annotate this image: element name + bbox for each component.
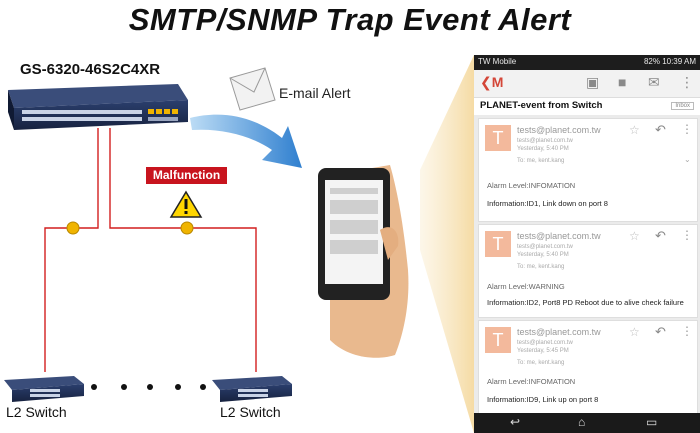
back-icon[interactable]: ↩ <box>510 415 521 429</box>
status-right: 82% 10:39 AM <box>644 57 696 66</box>
sender-name: tests@planet.com.tw <box>517 125 601 135</box>
main-switch-model: GS-6320-46S2C4XR <box>20 61 161 78</box>
sender-address: tests@planet.com.tw <box>517 244 573 250</box>
warning-icon <box>169 190 203 218</box>
more-icon[interactable]: ⋮ <box>681 228 693 242</box>
l2-switch-icon <box>212 376 292 402</box>
avatar: T <box>485 231 511 257</box>
chevron-down-icon[interactable]: ⌄ <box>684 155 691 164</box>
reply-icon[interactable]: ↶ <box>655 228 666 243</box>
main-switch-icon <box>8 84 188 130</box>
alert-arrow <box>190 114 302 168</box>
more-icon[interactable]: ⋮ <box>681 122 693 136</box>
more-icon[interactable]: ⋮ <box>681 324 693 338</box>
message-card[interactable]: T tests@planet.com.tw tests@planet.com.t… <box>478 320 698 414</box>
message-time: Yesterday, 5:40 PM <box>517 252 569 258</box>
gmail-toolbar: ❮M ▣ ■ ✉ ⋮ <box>474 70 700 98</box>
alarm-level: Alarm Level:INFOMATION <box>487 377 576 386</box>
diagram-title: SMTP/SNMP Trap Event Alert <box>128 2 572 37</box>
l2-switch-icon <box>4 376 84 402</box>
zoom-beam <box>420 55 474 433</box>
message-time: Yesterday, 5:45 PM <box>517 348 569 354</box>
reply-icon[interactable]: ↶ <box>655 122 666 137</box>
l2-switch-label: L2 Switch <box>220 404 281 420</box>
gmail-icon[interactable]: ❮M <box>480 74 504 90</box>
message-recipients: To: me, kent.kang <box>517 264 565 270</box>
alarm-level: Alarm Level:WARNING <box>487 282 565 291</box>
phone-screen-panel: TW Mobile 82% 10:39 AM ❮M ▣ ■ ✉ ⋮ PLANET… <box>474 55 700 433</box>
message-recipients: To: me, kent.kang <box>517 158 565 164</box>
android-nav-bar: ↩ ⌂ ▭ <box>474 413 700 433</box>
star-icon[interactable]: ☆ <box>629 325 640 339</box>
star-icon[interactable]: ☆ <box>629 229 640 243</box>
folder-tag[interactable]: Inbox <box>671 102 694 110</box>
home-icon[interactable]: ⌂ <box>578 415 586 429</box>
email-subject: PLANET-event from Switch <box>480 100 603 111</box>
subject-bar: PLANET-event from Switch Inbox <box>474 98 700 115</box>
ellipsis-dots <box>91 384 206 390</box>
network-links <box>44 128 257 372</box>
avatar: T <box>485 327 511 353</box>
alarm-information: Information:ID2, Port8 PD Reboot due to … <box>487 298 684 307</box>
status-bar: TW Mobile 82% 10:39 AM <box>474 55 700 70</box>
envelope-icon <box>229 67 276 111</box>
battery-level: 82% <box>643 57 660 66</box>
sender-address: tests@planet.com.tw <box>517 340 573 346</box>
avatar: T <box>485 125 511 151</box>
recent-apps-icon[interactable]: ▭ <box>646 415 658 429</box>
message-time: Yesterday, 5:40 PM <box>517 146 569 152</box>
email-alert-label: E-mail Alert <box>279 85 351 101</box>
clock: 10:39 AM <box>662 57 696 66</box>
alarm-information: Information:ID9, Link up on port 8 <box>487 395 599 404</box>
trash-icon[interactable]: ■ <box>618 74 627 90</box>
message-card[interactable]: T tests@planet.com.tw tests@planet.com.t… <box>478 118 698 222</box>
sender-name: tests@planet.com.tw <box>517 231 601 241</box>
link-connector-icon <box>66 221 194 235</box>
sender-address: tests@planet.com.tw <box>517 138 573 144</box>
sender-name: tests@planet.com.tw <box>517 327 601 337</box>
archive-icon[interactable]: ▣ <box>586 74 600 90</box>
message-card[interactable]: T tests@planet.com.tw tests@planet.com.t… <box>478 224 698 318</box>
l2-switch-label: L2 Switch <box>6 404 67 420</box>
carrier-label: TW Mobile <box>478 57 517 66</box>
message-recipients: To: me, kent.kang <box>517 360 565 366</box>
mail-icon[interactable]: ✉ <box>648 74 660 90</box>
alarm-information: Information:ID1, Link down on port 8 <box>487 199 608 208</box>
star-icon[interactable]: ☆ <box>629 123 640 137</box>
alarm-level: Alarm Level:INFOMATION <box>487 181 576 190</box>
malfunction-badge: Malfunction <box>146 167 227 184</box>
hand-with-phone <box>318 165 409 358</box>
reply-icon[interactable]: ↶ <box>655 324 666 339</box>
more-icon[interactable]: ⋮ <box>680 74 694 90</box>
